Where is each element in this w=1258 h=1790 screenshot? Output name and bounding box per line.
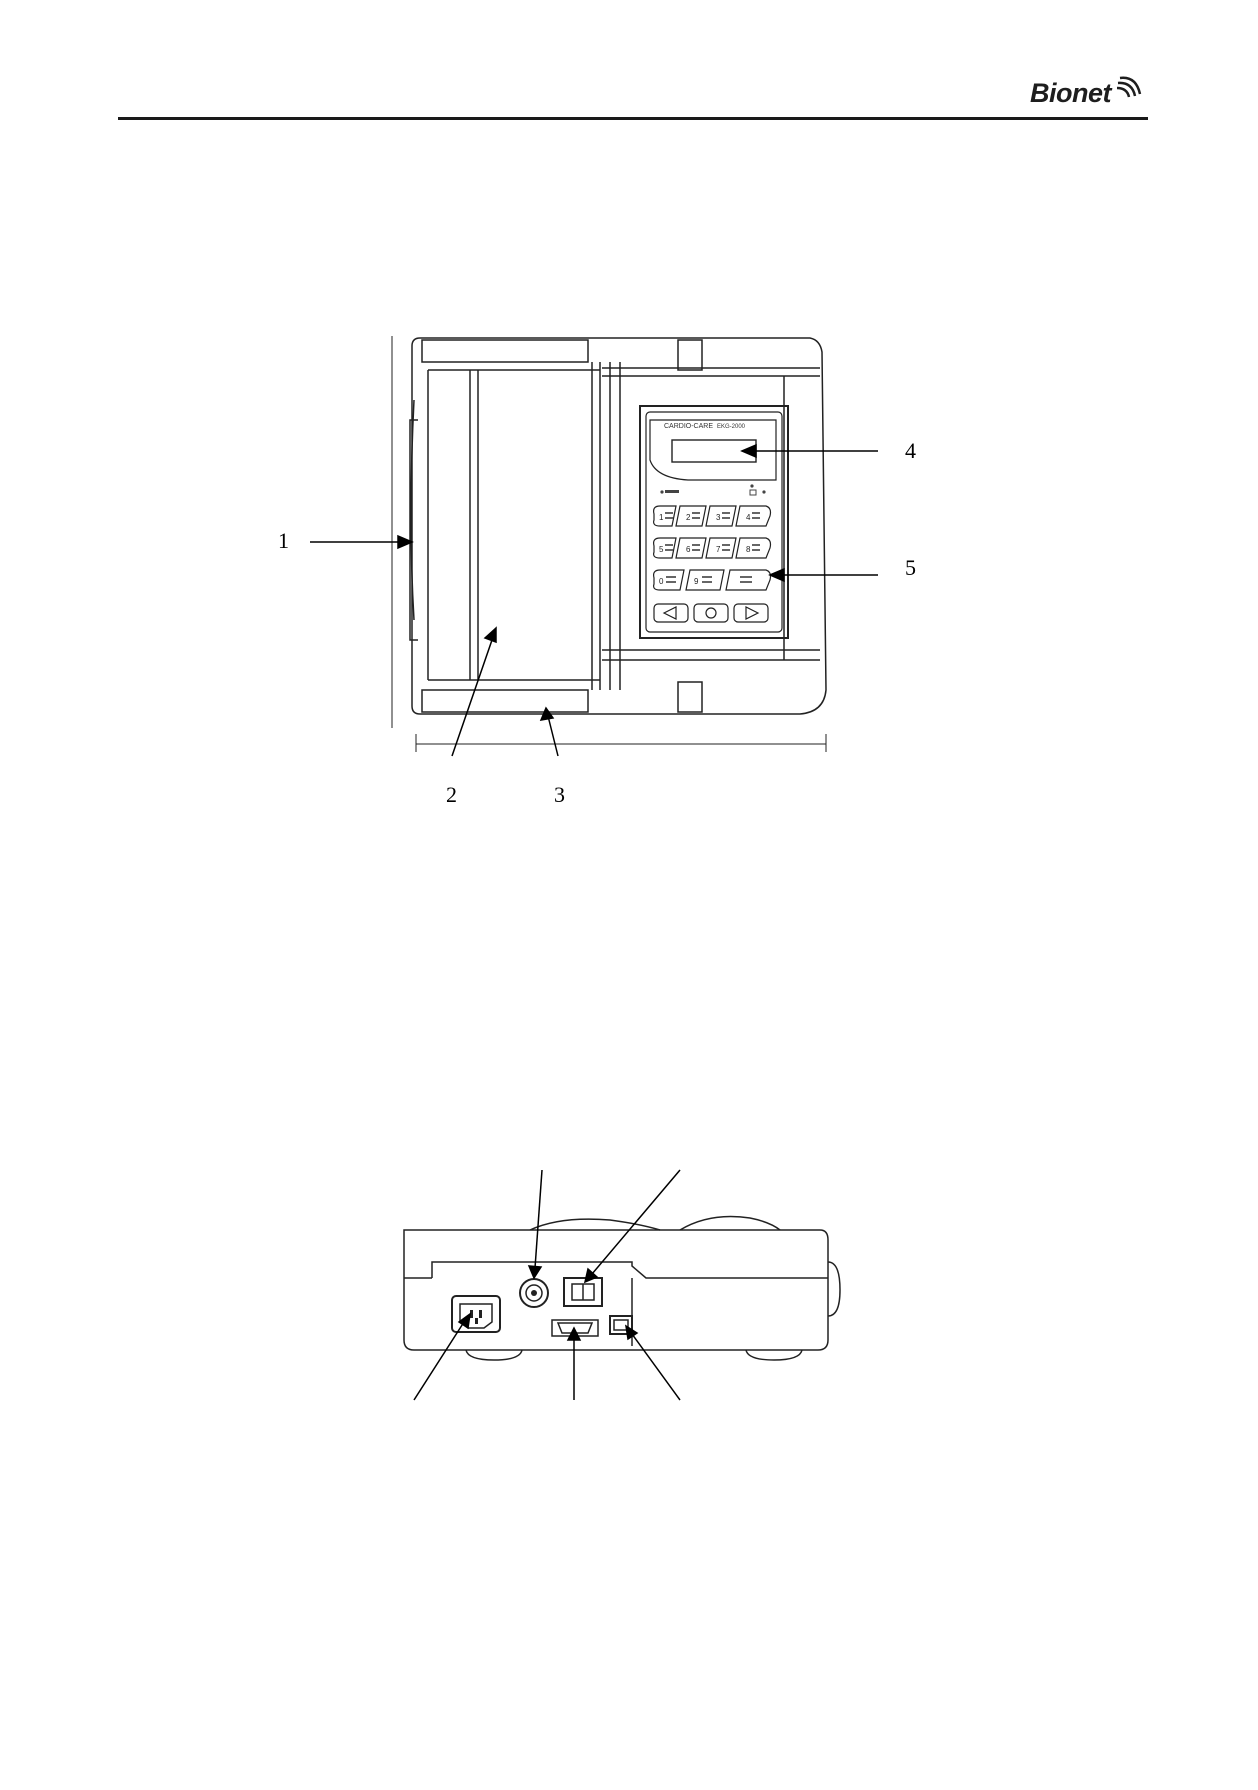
arrow-2-icon xyxy=(483,626,497,644)
arrow-serial-port-icon xyxy=(566,1326,582,1341)
key-8-label: 8 xyxy=(746,545,751,554)
keypad xyxy=(653,505,772,623)
arrow-5-icon xyxy=(768,567,785,583)
key-3-label: 3 xyxy=(716,513,721,522)
device-rear-view-figure xyxy=(403,1169,841,1401)
logo-text: Bionet xyxy=(1030,78,1112,108)
callout-2: 2 xyxy=(446,782,457,807)
callout-4: 4 xyxy=(905,438,916,463)
key-1-label: 1 xyxy=(659,513,664,522)
bionet-logo: Bionet xyxy=(1030,72,1160,116)
device-top-view-figure: CARDIO-CARE EKG-2000 1 2 3 4 5 6 7 8 xyxy=(310,336,878,757)
arrow-4-icon xyxy=(740,443,757,459)
arrow-rj-port-icon xyxy=(625,1324,639,1341)
key-4-label: 4 xyxy=(746,513,751,522)
key-6-label: 6 xyxy=(686,545,691,554)
key-0-label: 0 xyxy=(659,577,664,586)
callout-3: 3 xyxy=(554,782,565,807)
callout-5: 5 xyxy=(905,555,916,580)
arrow-switch-icon xyxy=(583,1267,599,1284)
device-model-label: EKG-2000 xyxy=(717,424,746,430)
header-rule xyxy=(118,117,1148,120)
key-9-label: 9 xyxy=(694,577,699,586)
arrow-3-icon xyxy=(539,706,555,721)
device-brand-label: CARDIO-CARE xyxy=(664,423,713,430)
key-2-label: 2 xyxy=(686,513,691,522)
key-legend-marks xyxy=(665,512,760,583)
arrow-1-icon xyxy=(397,534,414,550)
key-5-label: 5 xyxy=(659,545,664,554)
logo-arcs-icon xyxy=(1116,76,1142,98)
callout-1: 1 xyxy=(278,528,289,553)
arrow-ac-inlet-icon xyxy=(457,1312,471,1330)
arrow-fuse-icon xyxy=(527,1265,543,1280)
key-7-label: 7 xyxy=(716,545,721,554)
